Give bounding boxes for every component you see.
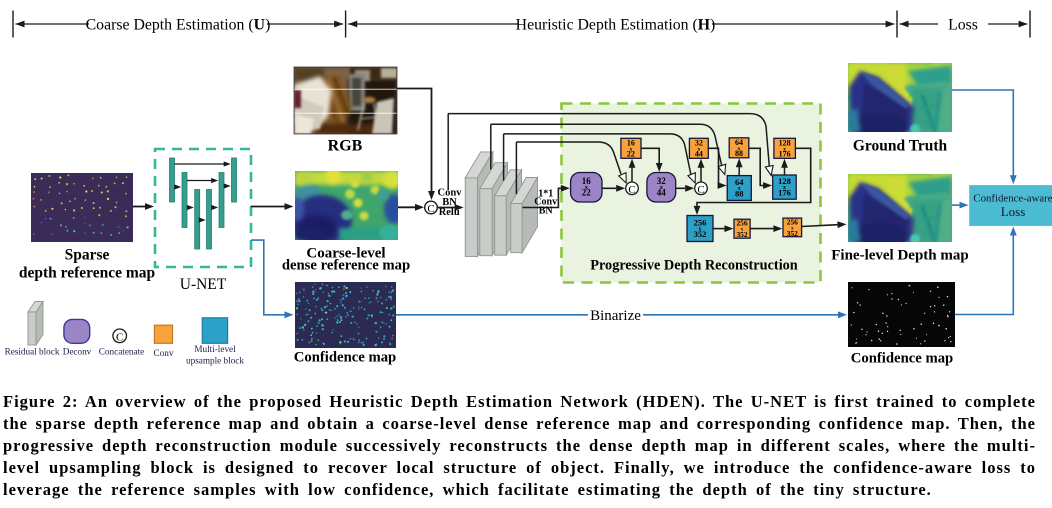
- svg-text:dense reference map: dense reference map: [282, 257, 410, 273]
- svg-text:128: 128: [778, 176, 791, 186]
- svg-text:x: x: [630, 146, 633, 152]
- svg-text:128: 128: [779, 138, 791, 147]
- svg-text:C: C: [628, 184, 635, 196]
- svg-text:176: 176: [778, 188, 791, 198]
- svg-text:Fine-level Depth map: Fine-level Depth map: [831, 248, 968, 264]
- svg-text:Coarse Depth Estimation (U): Coarse Depth Estimation (U): [86, 16, 271, 33]
- svg-text:64: 64: [735, 177, 744, 187]
- svg-text:352: 352: [787, 229, 798, 238]
- svg-text:88: 88: [735, 149, 743, 158]
- svg-text:Ground Truth: Ground Truth: [853, 138, 948, 155]
- svg-text:88: 88: [735, 188, 744, 198]
- svg-text:x: x: [791, 226, 794, 231]
- svg-text:C: C: [427, 203, 434, 215]
- svg-text:Confidence map: Confidence map: [851, 351, 953, 367]
- svg-text:x: x: [741, 228, 744, 233]
- svg-text:44: 44: [695, 150, 703, 159]
- svg-text:352: 352: [694, 229, 707, 239]
- svg-text:256: 256: [787, 217, 798, 226]
- svg-text:Confidence-aware: Confidence-aware: [973, 193, 1052, 205]
- svg-text:U-NET: U-NET: [180, 276, 227, 293]
- svg-text:C: C: [116, 331, 123, 343]
- svg-text:1*1: 1*1: [538, 188, 553, 199]
- svg-text:Deconv: Deconv: [63, 347, 92, 357]
- svg-text:BN: BN: [539, 206, 554, 217]
- svg-text:64: 64: [735, 138, 743, 147]
- svg-text:256: 256: [694, 218, 707, 228]
- svg-text:Conv: Conv: [534, 196, 557, 207]
- svg-text:x: x: [783, 146, 786, 152]
- svg-text:Relu: Relu: [439, 207, 460, 218]
- svg-text:Loss: Loss: [948, 16, 978, 33]
- svg-text:Confidence map: Confidence map: [294, 350, 396, 366]
- svg-text:x: x: [738, 146, 741, 152]
- svg-text:Sparse: Sparse: [65, 247, 110, 264]
- svg-text:256: 256: [736, 219, 747, 228]
- svg-text:Concatenate: Concatenate: [99, 347, 144, 357]
- svg-text:x: x: [783, 185, 786, 191]
- svg-text:C: C: [697, 184, 704, 196]
- svg-text:x: x: [585, 184, 589, 191]
- svg-text:32: 32: [695, 138, 703, 147]
- svg-text:depth reference map: depth reference map: [19, 265, 155, 282]
- svg-text:x: x: [698, 146, 701, 152]
- svg-text:16: 16: [582, 176, 592, 186]
- svg-text:Residual block: Residual block: [5, 347, 60, 357]
- svg-text:22: 22: [627, 150, 635, 159]
- svg-text:Conv: Conv: [438, 188, 463, 199]
- svg-text:RGB: RGB: [328, 138, 363, 155]
- svg-text:BN: BN: [442, 197, 457, 208]
- svg-text:Binarize: Binarize: [590, 308, 641, 324]
- svg-text:upsample block: upsample block: [186, 356, 244, 366]
- svg-text:Coarse-level: Coarse-level: [306, 246, 385, 262]
- svg-text:Conv: Conv: [154, 348, 174, 358]
- svg-text:Heuristic Depth Estimation (H): Heuristic Depth Estimation (H): [516, 16, 716, 33]
- svg-text:x: x: [738, 186, 741, 192]
- svg-text:16: 16: [627, 138, 635, 147]
- svg-text:Loss: Loss: [1001, 204, 1026, 219]
- svg-text:Progressive Depth Reconstructi: Progressive Depth Reconstruction: [590, 257, 798, 273]
- svg-text:Multi-level: Multi-level: [194, 344, 236, 354]
- svg-text:22: 22: [582, 188, 592, 198]
- svg-text:x: x: [660, 184, 664, 191]
- svg-text:44: 44: [657, 188, 667, 198]
- svg-text:32: 32: [657, 176, 667, 186]
- svg-text:x: x: [699, 227, 702, 233]
- svg-text:352: 352: [736, 230, 747, 239]
- svg-text:176: 176: [779, 150, 791, 159]
